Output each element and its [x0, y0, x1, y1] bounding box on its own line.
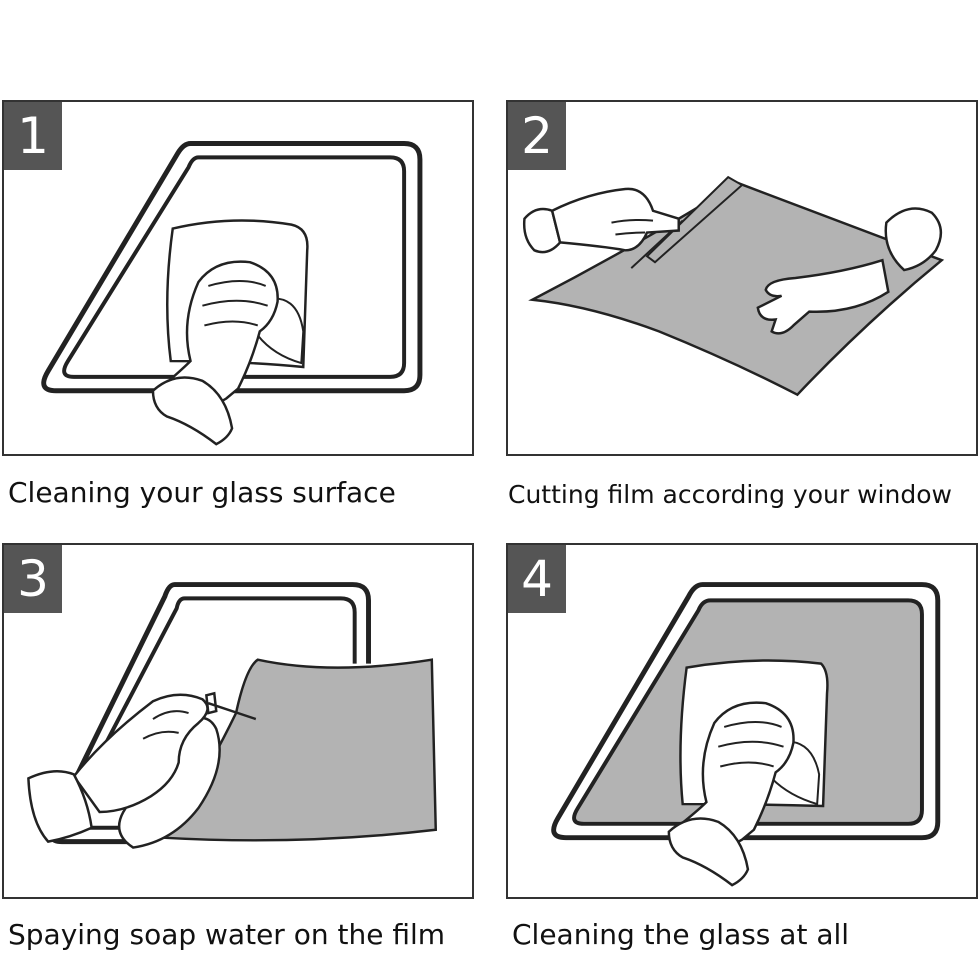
left-hand-cutter	[550, 187, 680, 252]
hand	[668, 701, 795, 846]
step-1-panel: 1	[2, 100, 474, 456]
right-hand	[756, 258, 890, 335]
step-4-illustration	[551, 582, 941, 887]
step-4-caption: Cleaning the glass at all	[512, 918, 850, 951]
right-sleeve	[884, 207, 943, 272]
window-frame-inner	[62, 155, 407, 379]
left-sleeve	[522, 207, 562, 254]
step-2-panel: 2	[506, 100, 978, 456]
step-3-panel: 3	[2, 543, 474, 899]
hand	[72, 693, 209, 814]
step-1-caption: Cleaning your glass surface	[8, 476, 396, 509]
hand-fingers	[718, 721, 784, 768]
step-3-caption: Spaying soap water on the film	[8, 918, 446, 951]
step-1-number-badge: 1	[4, 102, 62, 170]
window-frame-outer	[551, 582, 941, 841]
step-4-panel: 4	[506, 543, 978, 899]
step-2-illustration	[522, 175, 945, 397]
sleeve	[667, 817, 750, 887]
hand-fingers	[142, 710, 189, 740]
step-1-illustration	[41, 141, 423, 446]
step-2-caption: Cutting film according your window	[508, 480, 952, 509]
sleeve	[27, 770, 94, 843]
step-4-number-badge: 4	[508, 545, 566, 613]
step-2-number-badge: 2	[508, 102, 566, 170]
step-3-illustration	[27, 582, 438, 849]
window-frame-outer	[41, 141, 423, 394]
hand	[152, 260, 279, 405]
step-3-number-badge: 3	[4, 545, 62, 613]
sleeve	[151, 376, 234, 446]
left-fingers	[611, 219, 654, 236]
hand-fingers	[202, 279, 268, 327]
